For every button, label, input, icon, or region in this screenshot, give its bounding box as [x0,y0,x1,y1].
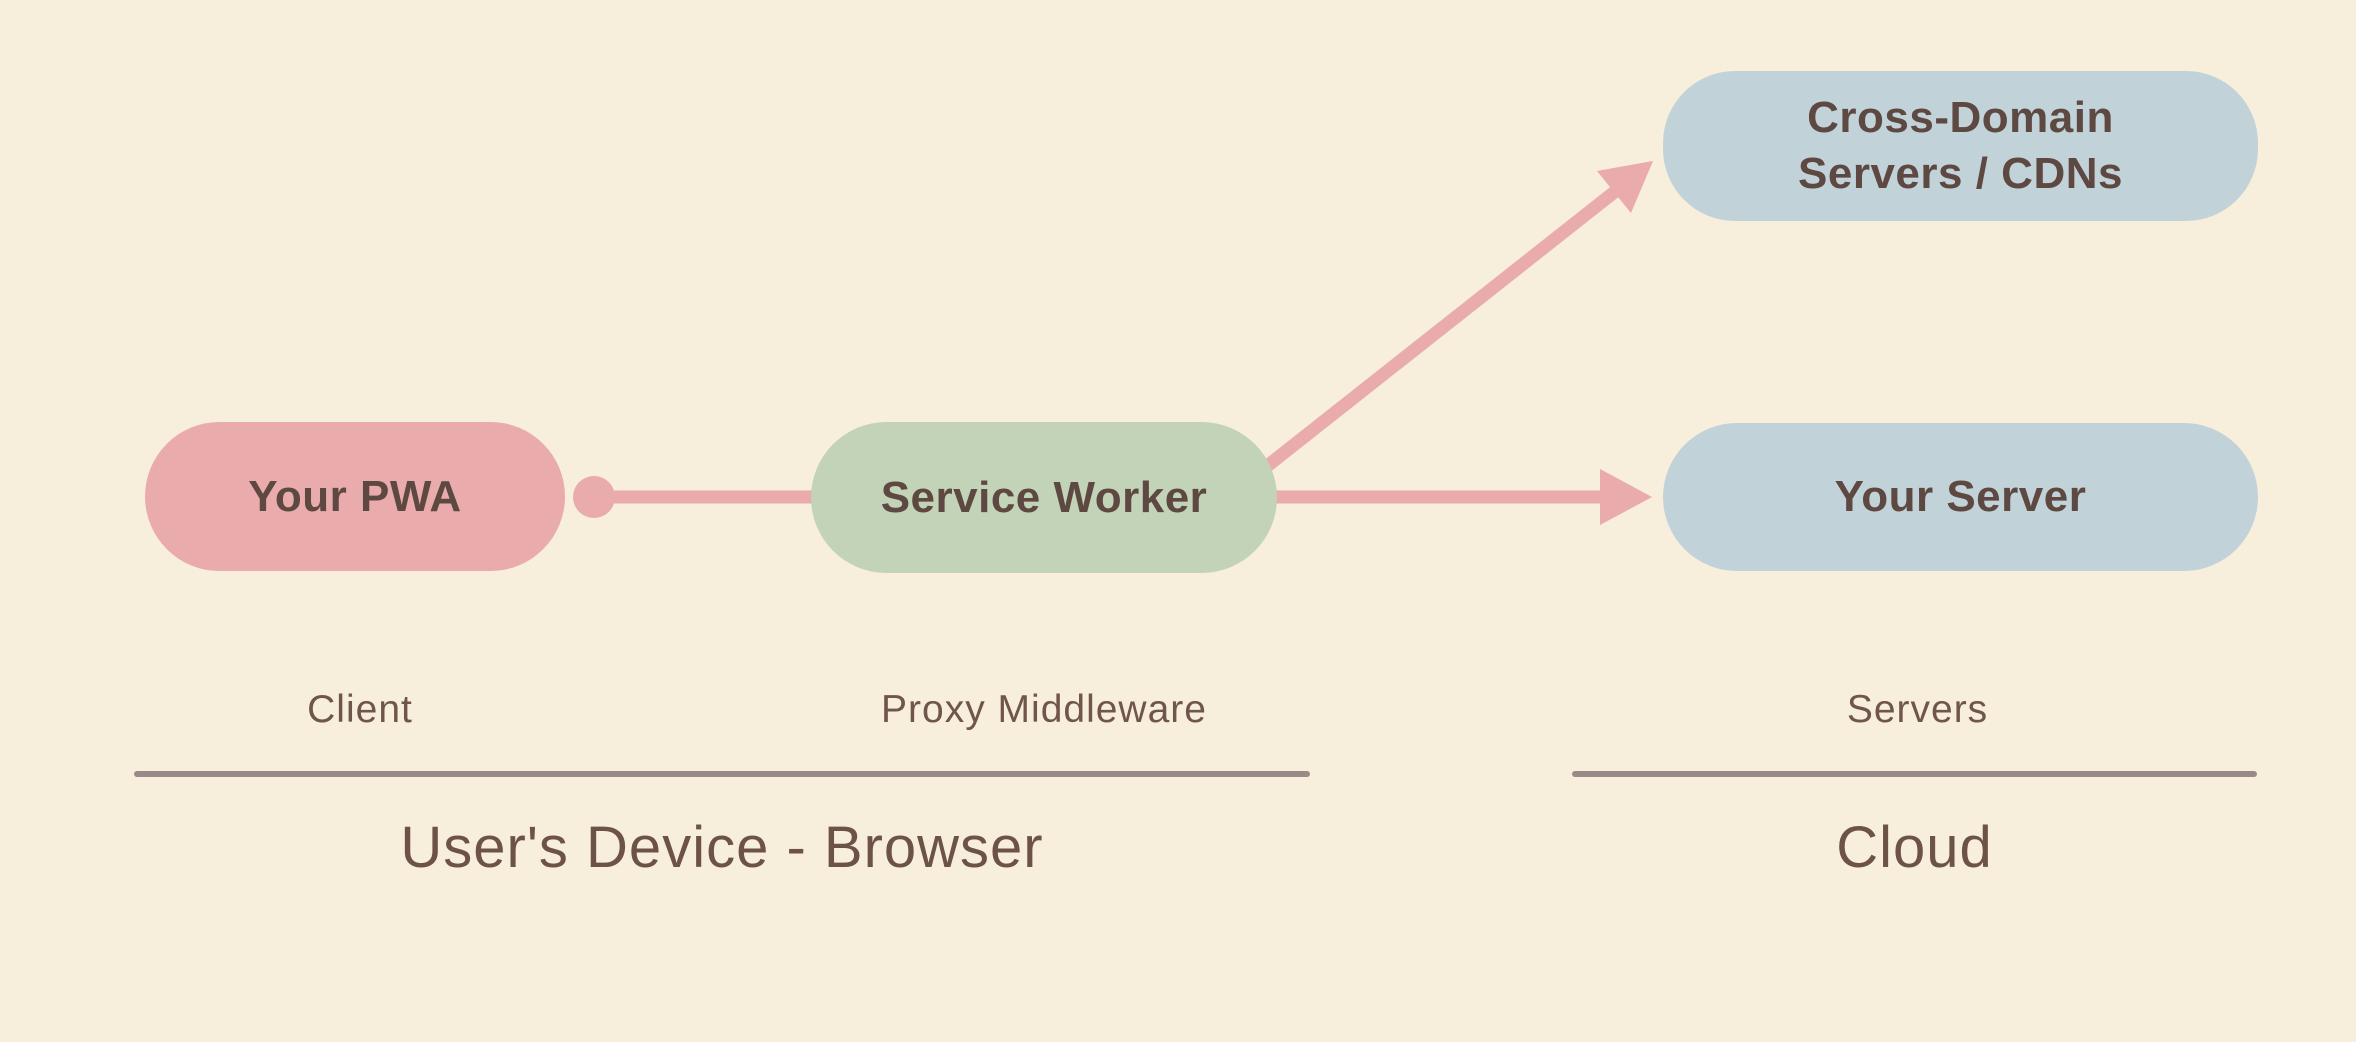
zone-title-cloud: Cloud [1836,814,1993,880]
edge-service-worker-cross-domain [1247,180,1627,484]
node-cross-domain-label: Cross-Domain Servers / CDNs [1798,90,2123,202]
node-your-pwa-label: Your PWA [248,471,462,521]
zone-label-proxy-middleware: Proxy Middleware [881,688,1207,731]
arrowhead-your-server-icon [1600,469,1652,525]
node-service-worker-label: Service Worker [880,472,1208,522]
node-your-server: Your Server [1663,423,2258,571]
node-cross-domain-servers: Cross-Domain Servers / CDNs [1663,71,2258,221]
zone-label-client: Client [307,688,413,731]
zone-label-servers: Servers [1846,688,1989,731]
zone-title-user-device-browser: User's Device - Browser [400,814,1044,880]
divider-cloud [1572,771,2257,777]
divider-user-device [134,771,1310,777]
node-cross-domain-label-line1: Cross-Domain [1807,93,2114,142]
node-your-pwa: Your PWA [145,422,565,571]
node-service-worker: Service Worker [811,422,1277,573]
node-cross-domain-label-line2: Servers / CDNs [1798,149,2123,198]
arrowhead-cross-domain-icon [1597,161,1653,213]
pwa-connector-dot [573,476,615,518]
node-your-server-label: Your Server [1834,472,2087,521]
